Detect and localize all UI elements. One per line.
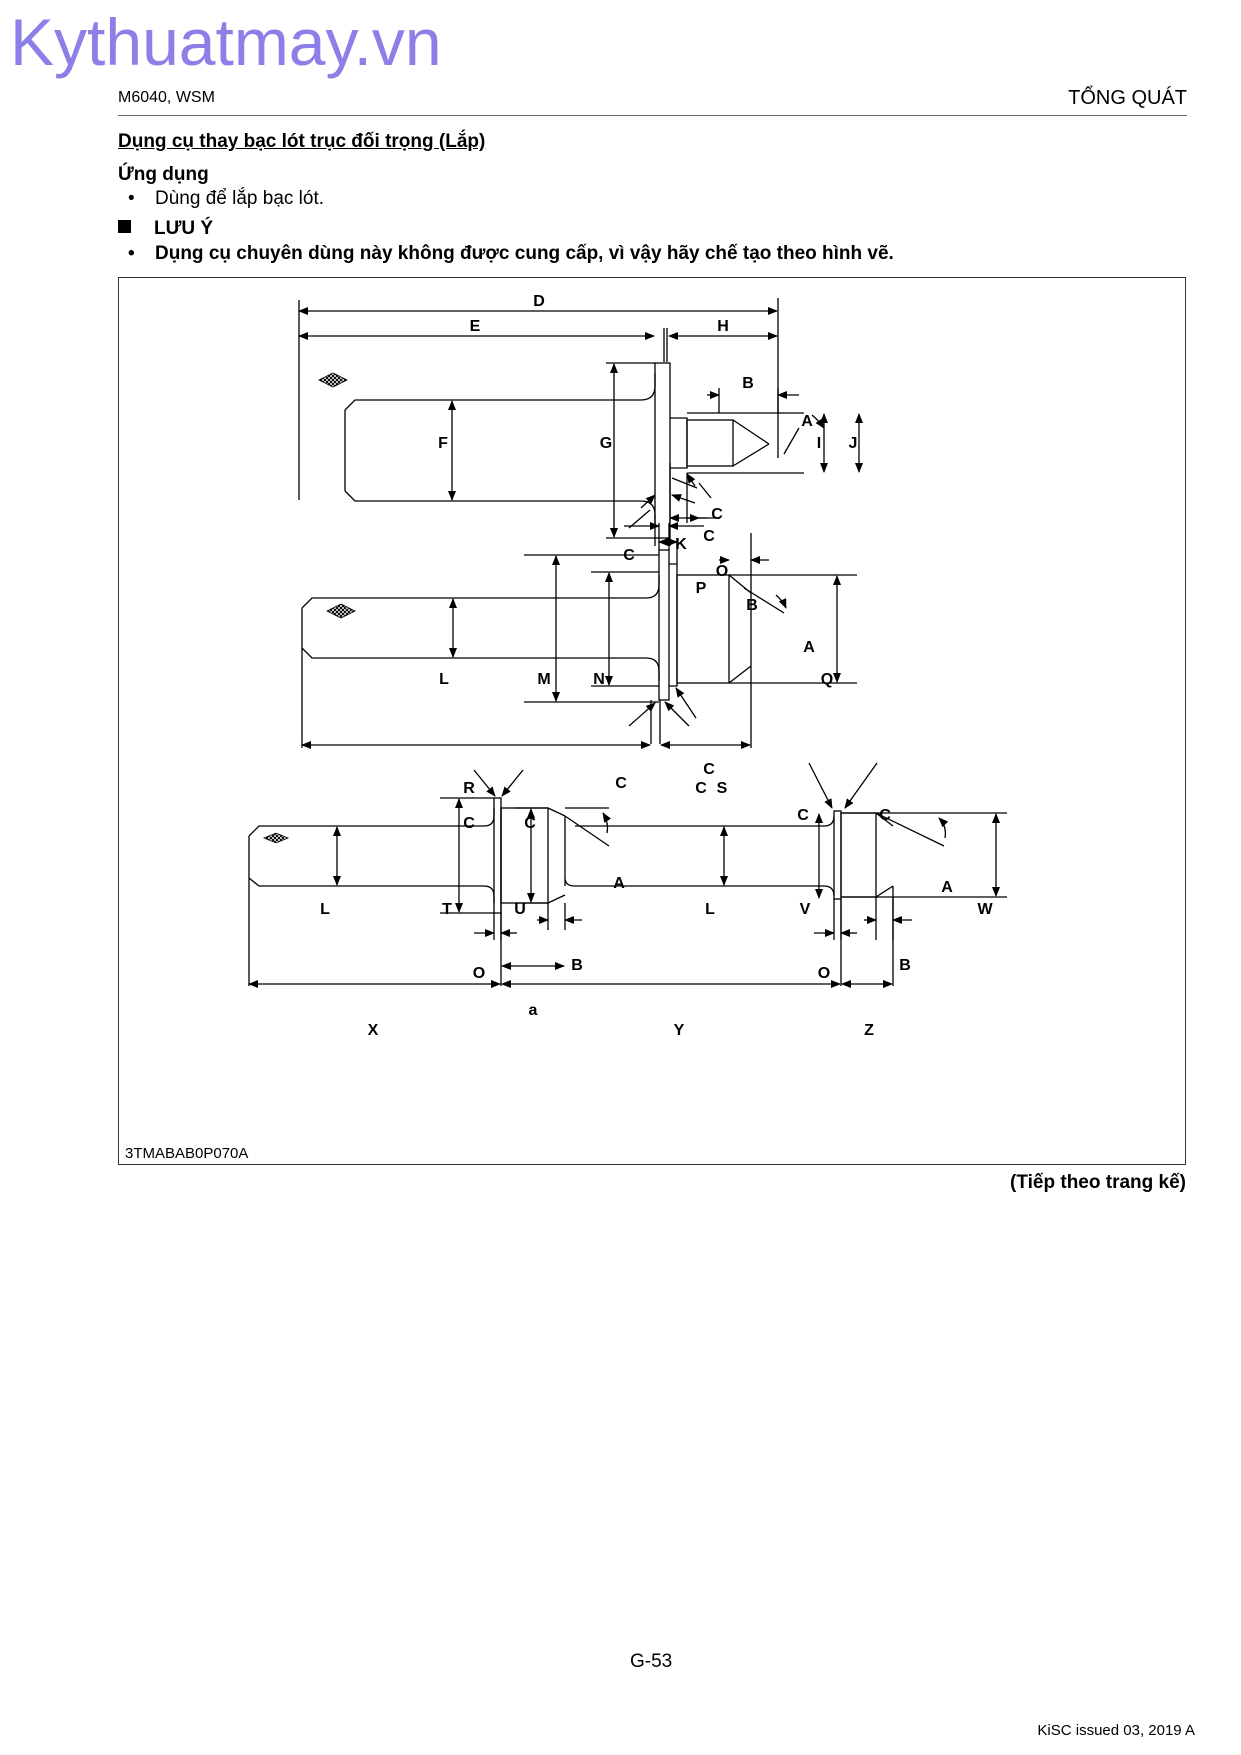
label-C: C [797, 807, 809, 824]
label-F: F [438, 435, 448, 452]
label-a: a [529, 1002, 538, 1019]
label-C: C [711, 506, 723, 523]
header-section: TỔNG QUÁT [1068, 87, 1187, 109]
label-Q: Q [821, 671, 833, 688]
label-R: R [463, 780, 475, 797]
label-O: O [818, 965, 830, 982]
label-O: O [473, 965, 485, 982]
label-A: A [613, 875, 625, 892]
label-H: H [717, 318, 729, 335]
application-bullet-text: Dùng để lắp bạc lót. [155, 188, 325, 209]
note-heading: LƯU Ý [118, 218, 213, 240]
label-A: A [941, 879, 953, 896]
figure-code: 3TMABAB0P070A [125, 1145, 249, 1162]
knurl-pattern-icon [262, 832, 290, 844]
label-C: C [463, 815, 475, 832]
label-B: B [742, 375, 754, 392]
watermark-logo: Kythuatmay.vn [10, 5, 442, 79]
label-W: W [977, 901, 993, 918]
label-D: D [533, 293, 545, 310]
tool-drawing-figure: D E H B A I J F G C C C K O P B A L M N … [118, 277, 1186, 1165]
label-T: T [442, 901, 452, 918]
label-B: B [746, 597, 758, 614]
note-bullet: • Dụng cụ chuyên dùng này không được cung… [128, 243, 894, 265]
label-K: K [675, 536, 687, 553]
issued-note: KiSC issued 03, 2019 A [1037, 1722, 1195, 1739]
label-C: C [703, 528, 715, 545]
label-A: A [803, 639, 815, 656]
label-X: X [368, 1022, 379, 1039]
label-C: C [615, 775, 627, 792]
note-heading-text: LƯU Ý [154, 218, 214, 239]
knurl-pattern-icon [318, 372, 348, 388]
header-rule [118, 115, 1187, 116]
label-E: E [470, 318, 481, 335]
label-C: C [623, 547, 635, 564]
page-title: Dụng cụ thay bạc lót trục đối trọng (Lắp… [118, 131, 486, 152]
label-N: N [593, 671, 605, 688]
page-number: G-53 [630, 1651, 673, 1672]
label-Y: Y [674, 1022, 685, 1039]
label-I: I [817, 435, 821, 452]
label-M: M [537, 671, 550, 688]
square-bullet-icon [118, 220, 131, 233]
label-C: C [695, 780, 707, 797]
label-Z: Z [864, 1022, 874, 1039]
label-L: L [320, 901, 330, 918]
label-V: V [800, 901, 811, 918]
label-U: U [514, 901, 526, 918]
label-A: A [801, 413, 813, 430]
label-G: G [600, 435, 612, 452]
label-L: L [705, 901, 715, 918]
bullet-dot-icon: • [128, 243, 135, 264]
bullet-dot-icon: • [128, 188, 135, 209]
label-C: C [524, 815, 536, 832]
label-B: B [899, 957, 911, 974]
label-O: O [716, 563, 728, 580]
application-heading: Ứng dụng [118, 164, 209, 185]
note-bullet-text: Dụng cụ chuyên dùng này không được cung … [155, 243, 894, 264]
label-B: B [571, 957, 583, 974]
label-J: J [849, 435, 858, 452]
label-C: C [703, 761, 715, 778]
knurl-pattern-icon [326, 603, 356, 619]
label-S: S [717, 780, 728, 797]
technical-drawing: D E H B A I J F G C C C K O P B A L M N … [248, 293, 1007, 1039]
application-bullet: • Dùng để lắp bạc lót. [128, 188, 324, 210]
label-C: C [879, 807, 891, 824]
header-model: M6040, WSM [118, 89, 215, 106]
continued-note: (Tiếp theo trang kế) [1010, 1172, 1186, 1193]
label-P: P [696, 580, 707, 597]
label-L: L [439, 671, 449, 688]
